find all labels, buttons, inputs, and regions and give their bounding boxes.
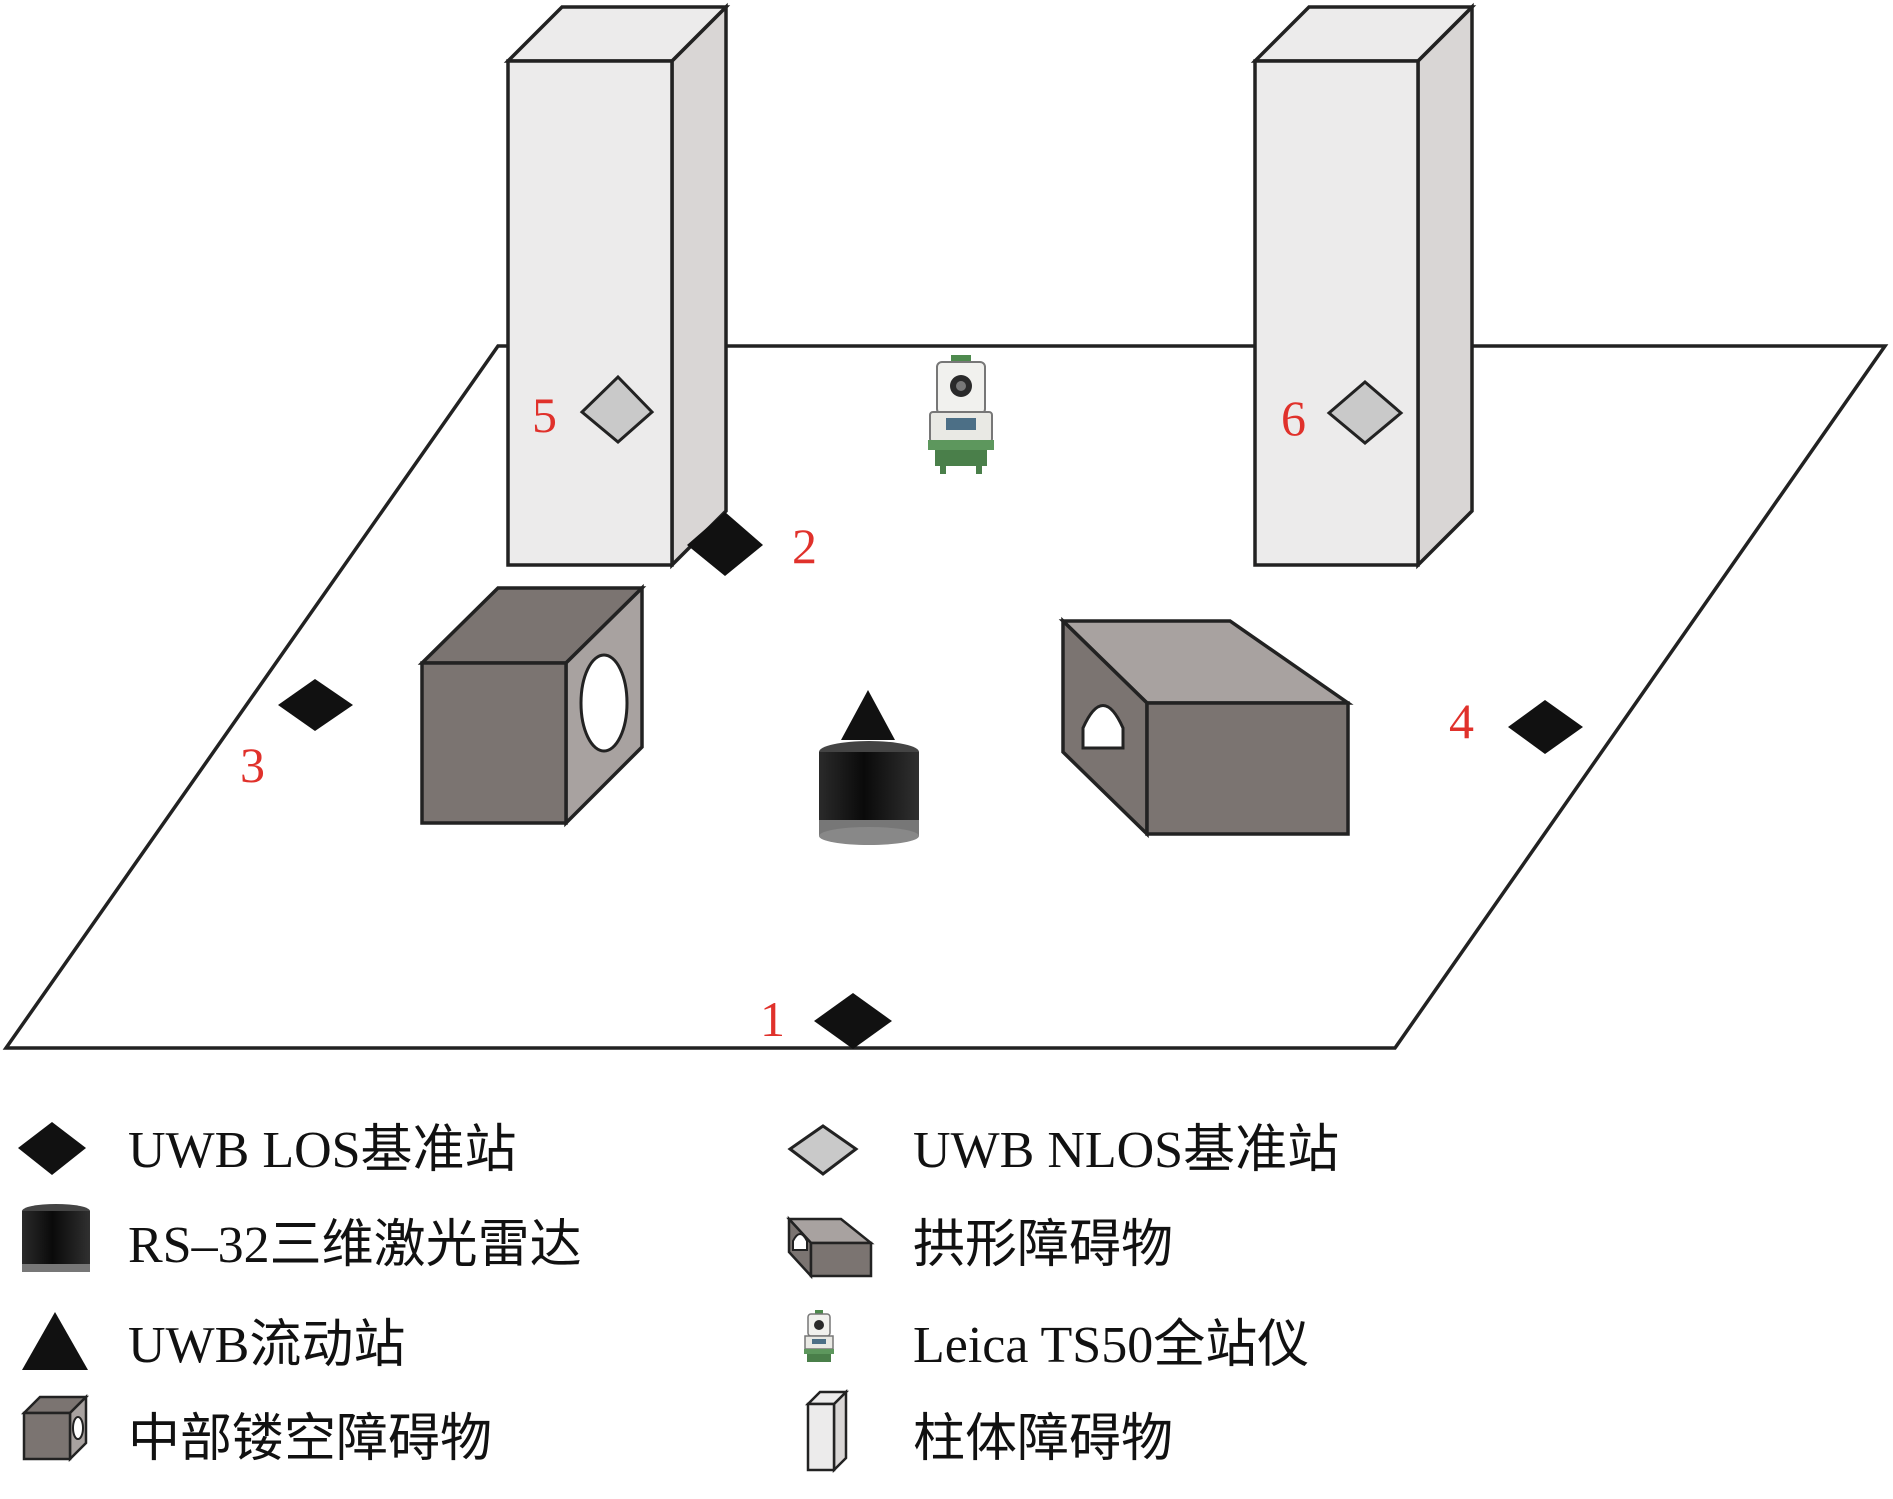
- legend-lidar-icon: [22, 1204, 90, 1272]
- station-2-label: 2: [792, 518, 817, 574]
- legend-arch-icon: [786, 1215, 875, 1280]
- legend-rover-icon: [22, 1312, 88, 1370]
- los-station-2-marker: [687, 512, 763, 576]
- total-station-icon: [928, 355, 994, 474]
- los-station-3-marker: [278, 679, 353, 731]
- pillar-obstacle-left: [503, 2, 731, 570]
- arch-obstacle: [1058, 616, 1354, 839]
- station-3-label: 3: [240, 737, 265, 793]
- hollow-obstacle: [417, 583, 647, 828]
- legend-total-station-label: Leica TS50全站仪: [913, 1317, 1309, 1374]
- los-station-1-marker: [814, 993, 892, 1049]
- legend-los-label: UWB LOS基准站: [128, 1122, 517, 1179]
- legend-nlos-icon: [787, 1124, 859, 1176]
- legend-nlos-label: UWB NLOS基准站: [913, 1122, 1339, 1179]
- legend-los-icon: [18, 1122, 86, 1175]
- station-4-label: 4: [1449, 693, 1474, 749]
- nlos-station-6-marker: [1326, 380, 1404, 445]
- legend-pillar-label: 柱体障碍物: [913, 1411, 1173, 1468]
- lidar-scanner-icon: [819, 741, 919, 845]
- legend-arch-label: 拱形障碍物: [913, 1217, 1173, 1274]
- legend-rover-label: UWB流动站: [128, 1317, 405, 1374]
- station-6-label: 6: [1281, 390, 1306, 446]
- nlos-station-5-marker: [579, 374, 655, 444]
- legend-lidar-label: RS–32三维激光雷达: [128, 1217, 582, 1274]
- station-1-label: 1: [760, 991, 785, 1047]
- legend-hollow-icon: [20, 1393, 90, 1463]
- los-station-4-marker: [1508, 700, 1583, 754]
- legend-hollow-label: 中部镂空障碍物: [128, 1411, 492, 1468]
- pillar-obstacle-right: [1250, 2, 1477, 570]
- legend-total-station-icon: [804, 1310, 834, 1362]
- uwb-rover-marker: [841, 690, 895, 740]
- legend-pillar-icon: [804, 1388, 850, 1474]
- station-5-label: 5: [532, 387, 557, 443]
